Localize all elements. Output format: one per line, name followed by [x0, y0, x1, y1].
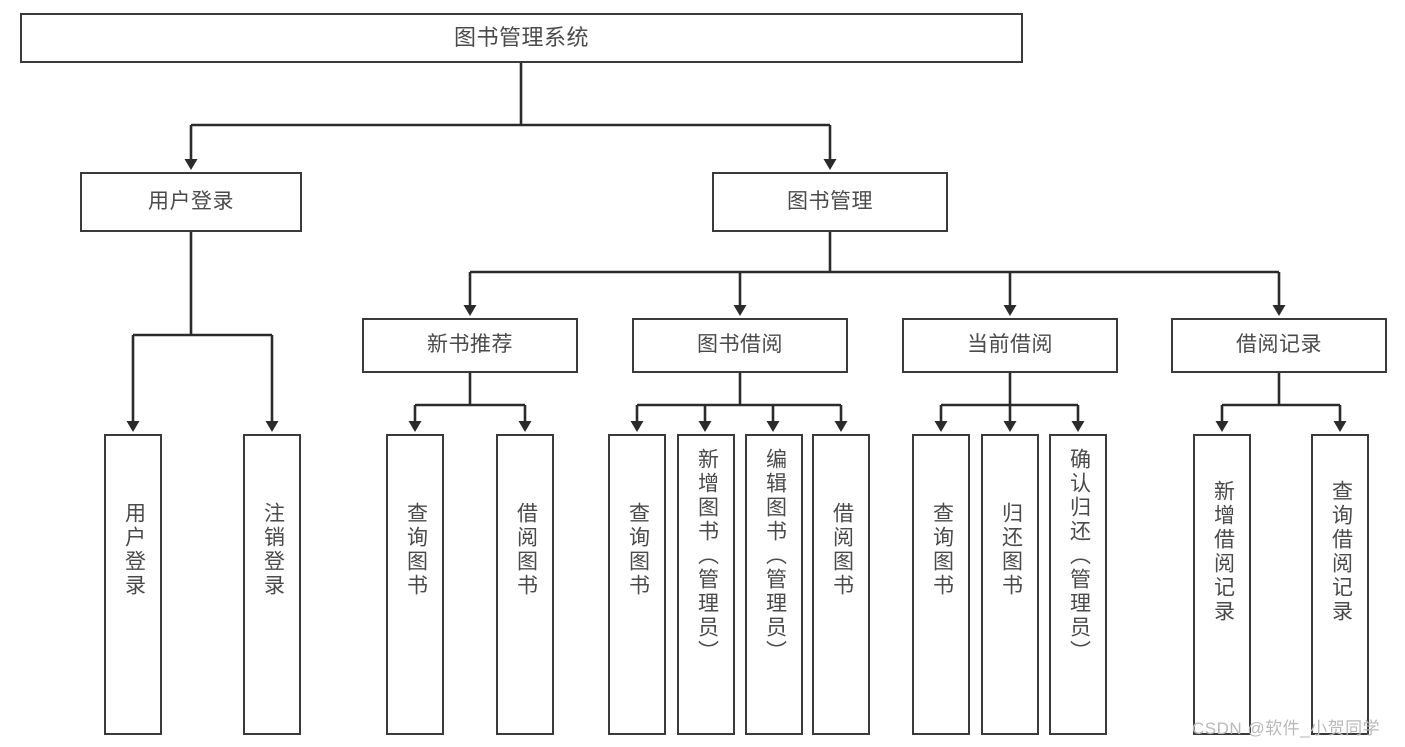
- node-new-book-recommend[interactable]: 新书推荐: [362, 318, 578, 373]
- node-book-borrow[interactable]: 图书借阅: [632, 318, 848, 373]
- node-user-login[interactable]: 用户登录: [80, 172, 302, 232]
- node-leaf-borrow-book[interactable]: 借阅图书: [812, 434, 870, 735]
- node-leaf-borrow-book-recommend[interactable]: 借阅图书: [496, 434, 554, 735]
- node-leaf-query-book-recommend-label: 查询图书: [404, 502, 428, 598]
- node-root[interactable]: 图书管理系统: [20, 13, 1023, 63]
- node-book-borrow-label: 图书借阅: [697, 333, 783, 357]
- node-borrow-record-label: 借阅记录: [1236, 333, 1322, 357]
- node-leaf-borrow-book-recommend-label: 借阅图书: [514, 502, 538, 598]
- node-root-label: 图书管理系统: [453, 24, 589, 50]
- node-leaf-add-book-admin[interactable]: 新增图书（管理员）: [677, 434, 735, 735]
- node-leaf-query-book-current[interactable]: 查询图书: [912, 434, 970, 735]
- node-leaf-return-book-label: 归还图书: [999, 502, 1023, 598]
- node-user-login-label: 用户登录: [148, 189, 234, 213]
- node-leaf-query-book-borrow[interactable]: 查询图书: [608, 434, 666, 735]
- node-leaf-logout[interactable]: 注销登录: [243, 434, 301, 735]
- node-leaf-confirm-return-admin-label: 确认归还（管理员）: [1067, 448, 1091, 664]
- node-leaf-add-borrow-record[interactable]: 新增借阅记录: [1193, 434, 1251, 735]
- node-leaf-query-book-recommend[interactable]: 查询图书: [386, 434, 444, 735]
- node-leaf-query-borrow-record[interactable]: 查询借阅记录: [1311, 434, 1369, 735]
- node-leaf-confirm-return-admin[interactable]: 确认归还（管理员）: [1049, 434, 1107, 735]
- node-leaf-query-book-borrow-label: 查询图书: [626, 502, 650, 598]
- node-borrow-record[interactable]: 借阅记录: [1171, 318, 1387, 373]
- node-leaf-add-book-admin-label: 新增图书（管理员）: [695, 448, 719, 664]
- node-leaf-query-borrow-record-label: 查询借阅记录: [1329, 480, 1353, 624]
- node-leaf-return-book[interactable]: 归还图书: [981, 434, 1039, 735]
- node-current-borrow[interactable]: 当前借阅: [902, 318, 1118, 373]
- node-current-borrow-label: 当前借阅: [967, 333, 1053, 357]
- node-leaf-user-login-label: 用户登录: [122, 502, 146, 598]
- node-leaf-edit-book-admin-label: 编辑图书（管理员）: [763, 448, 787, 664]
- node-leaf-edit-book-admin[interactable]: 编辑图书（管理员）: [745, 434, 803, 735]
- node-leaf-borrow-book-label: 借阅图书: [830, 502, 854, 598]
- node-book-management-label: 图书管理: [787, 189, 873, 213]
- node-leaf-query-book-current-label: 查询图书: [930, 502, 954, 598]
- node-new-book-recommend-label: 新书推荐: [427, 333, 513, 357]
- node-book-management[interactable]: 图书管理: [712, 172, 948, 232]
- node-leaf-add-borrow-record-label: 新增借阅记录: [1211, 480, 1235, 624]
- node-leaf-logout-label: 注销登录: [261, 502, 285, 598]
- node-leaf-user-login[interactable]: 用户登录: [104, 434, 162, 735]
